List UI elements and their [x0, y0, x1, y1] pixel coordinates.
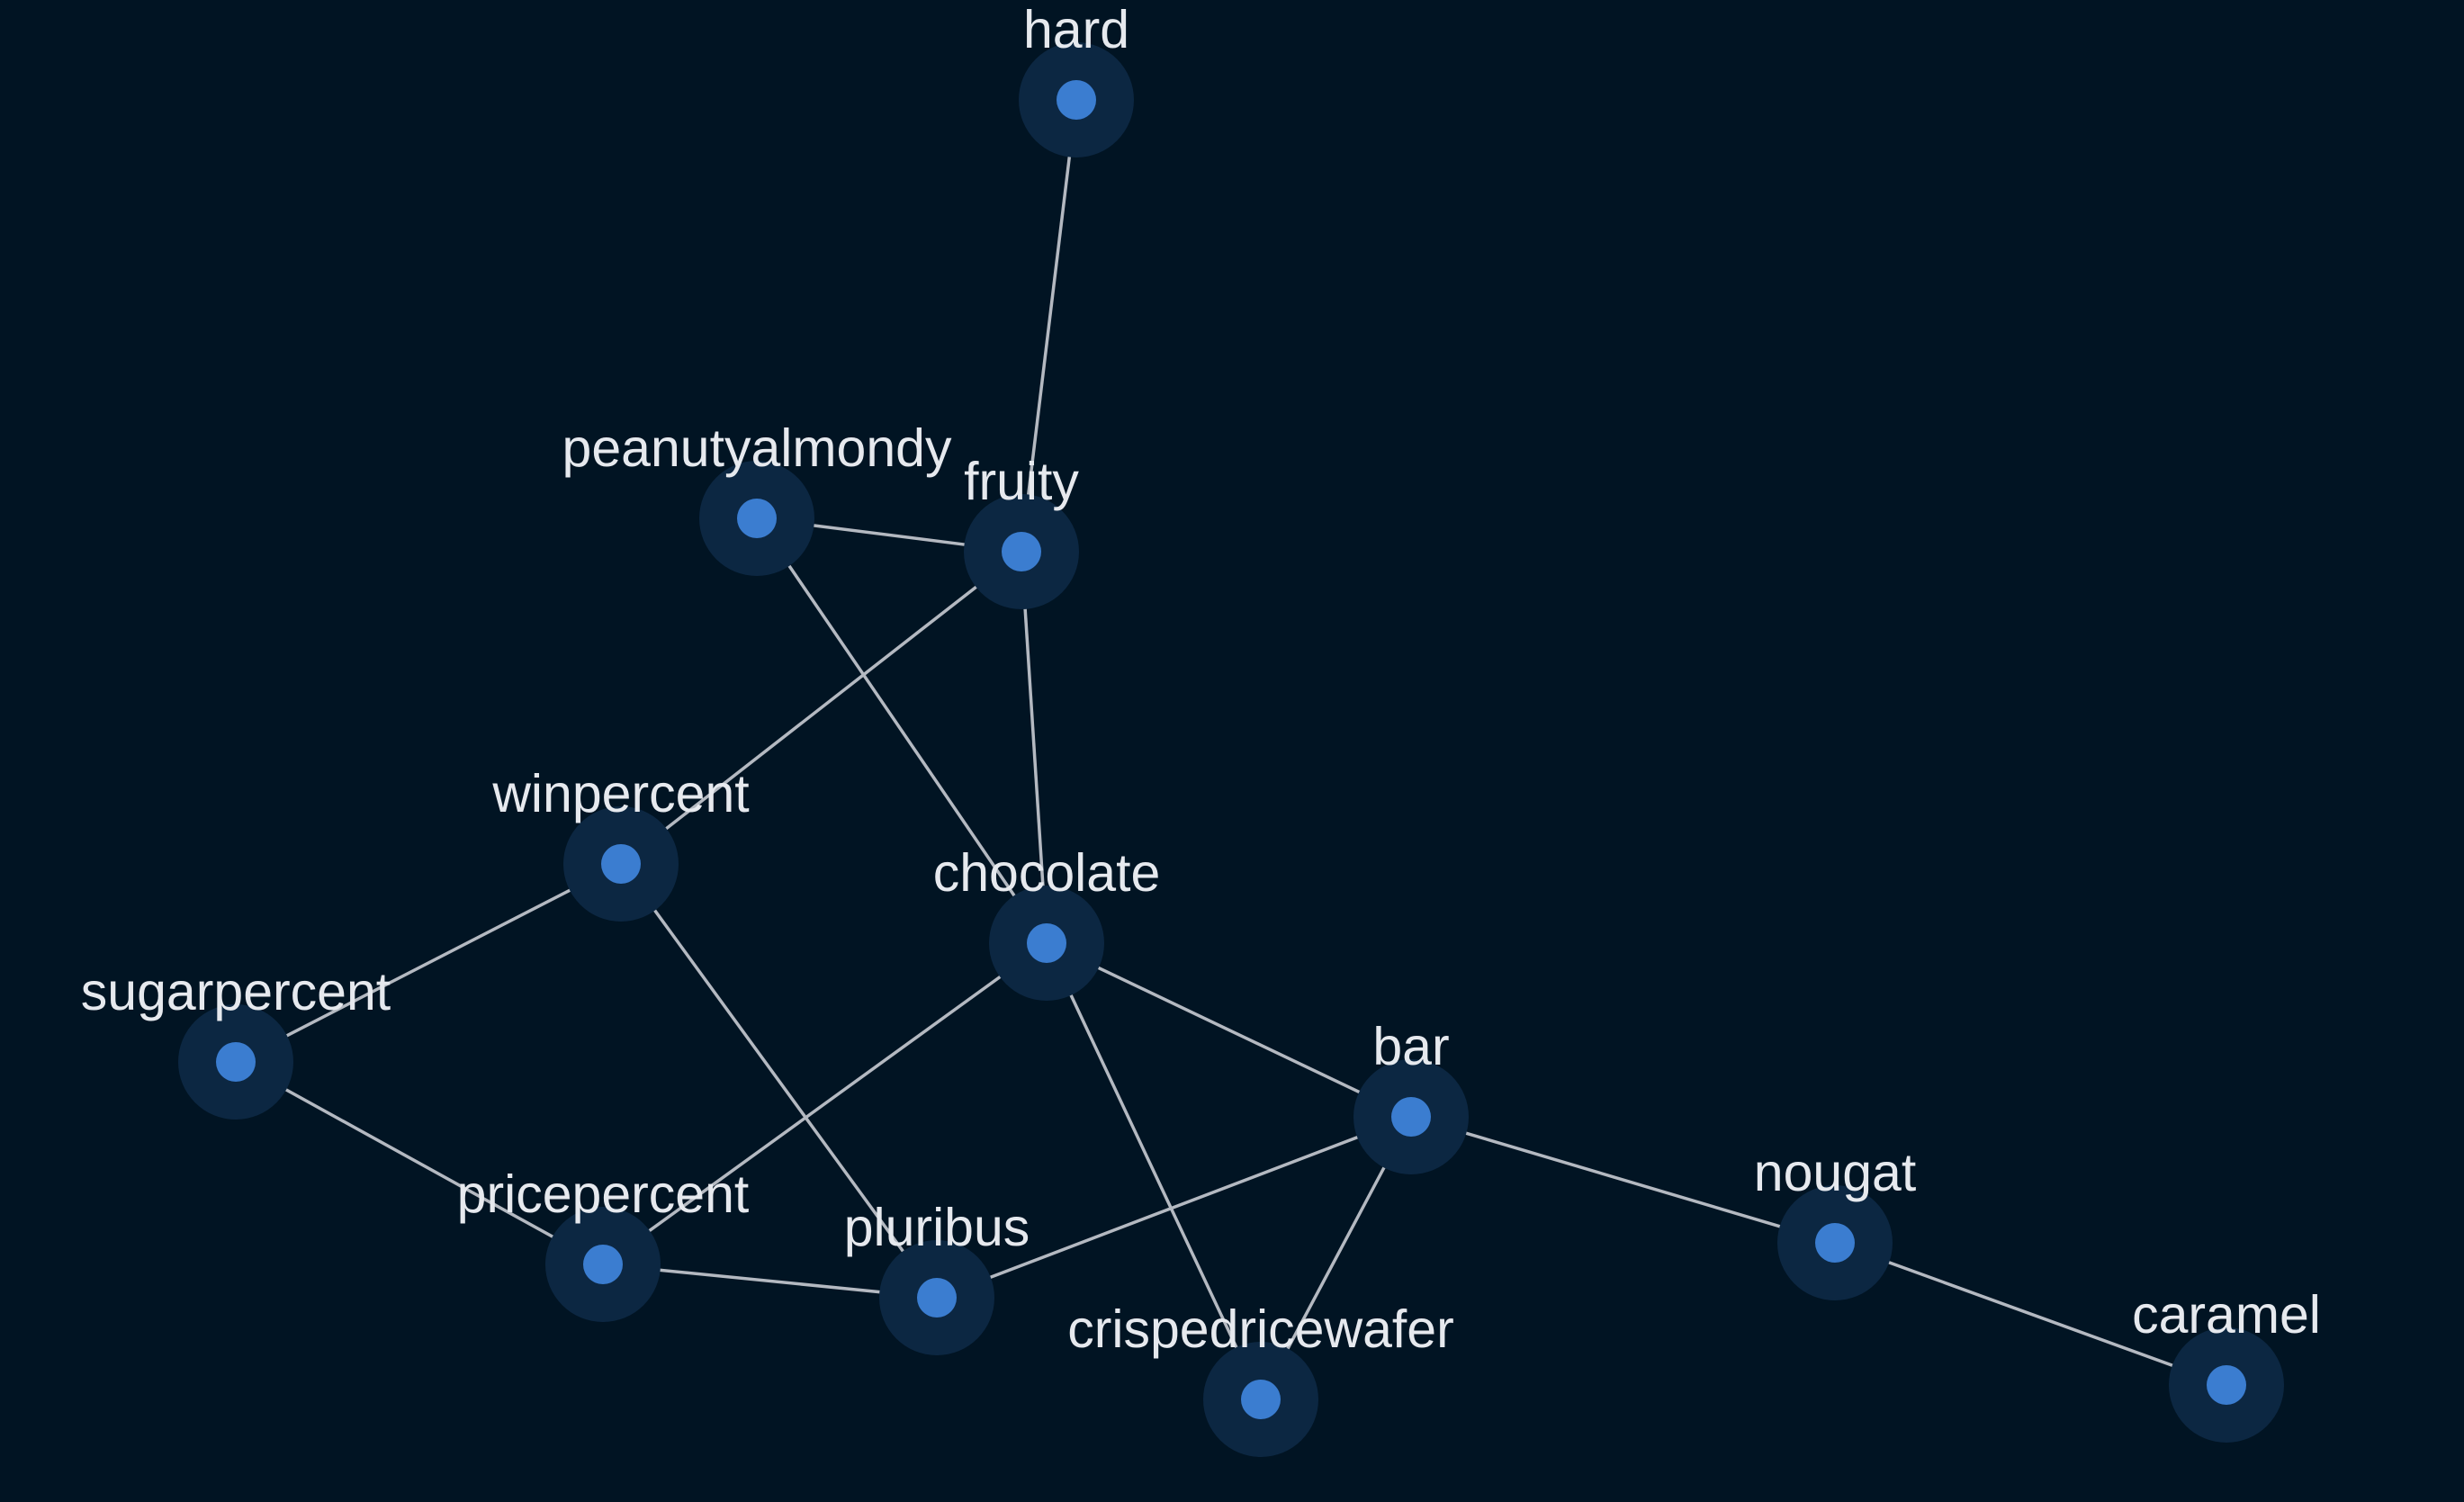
node-caramel[interactable] — [2169, 1327, 2284, 1443]
node-dot[interactable] — [601, 844, 641, 884]
node-label-hard: hard — [1023, 0, 1129, 59]
node-dot[interactable] — [216, 1042, 256, 1082]
nodes-layer — [178, 42, 2284, 1457]
node-dot[interactable] — [1057, 80, 1096, 120]
node-label-fruity: fruity — [964, 452, 1079, 511]
node-label-pluribus: pluribus — [844, 1198, 1030, 1257]
node-chocolate[interactable] — [989, 886, 1104, 1001]
edge-line — [1089, 962, 1394, 1111]
node-winpercent[interactable] — [563, 806, 679, 922]
edge-line — [252, 885, 579, 1055]
node-dot[interactable] — [1002, 532, 1041, 571]
node-dot[interactable] — [737, 499, 777, 538]
edge-line — [981, 1122, 1394, 1282]
node-pluribus[interactable] — [879, 1240, 994, 1355]
node-label-sugarpercent: sugarpercent — [81, 962, 391, 1021]
node-label-caramel: caramel — [2132, 1285, 2321, 1345]
node-sugarpercent[interactable] — [178, 1004, 293, 1120]
node-fruity[interactable] — [964, 494, 1079, 609]
node-label-pricepercent: pricepercent — [457, 1165, 750, 1224]
node-dot[interactable] — [1815, 1223, 1855, 1263]
node-dot[interactable] — [917, 1278, 957, 1318]
edge-line — [1021, 148, 1073, 533]
edge-line — [1853, 1247, 2181, 1371]
edge-line — [635, 580, 985, 853]
node-label-winpercent: winpercent — [491, 764, 749, 823]
node-nougat[interactable] — [1777, 1185, 1893, 1300]
node-label-nougat: nougat — [1754, 1143, 1916, 1202]
node-peanutyalmondy[interactable] — [699, 461, 814, 576]
node-pricepercent[interactable] — [545, 1207, 661, 1322]
edge-line — [1022, 599, 1048, 924]
edge-line — [631, 878, 910, 1260]
edge-line — [1268, 1158, 1390, 1383]
edge-line — [622, 1264, 889, 1295]
edge-line — [766, 534, 1021, 904]
node-dot[interactable] — [2207, 1365, 2246, 1405]
node-bar[interactable] — [1353, 1059, 1469, 1174]
node-label-peanutyalmondy: peanutyalmondy — [562, 418, 952, 478]
edge-line — [277, 1084, 587, 1256]
node-dot[interactable] — [1391, 1097, 1431, 1137]
node-dot[interactable] — [1241, 1380, 1281, 1419]
edge-line — [641, 953, 1032, 1237]
node-label-chocolate: chocolate — [933, 843, 1161, 903]
node-dot[interactable] — [583, 1245, 623, 1284]
node-label-crispedricewafer: crispedricewafer — [1067, 1300, 1454, 1359]
edge-line — [1457, 1129, 1817, 1239]
node-label-bar: bar — [1372, 1017, 1449, 1076]
edge-line — [1066, 986, 1254, 1382]
node-hard[interactable] — [1019, 42, 1134, 157]
node-crispedricewafer[interactable] — [1203, 1342, 1318, 1457]
node-dot[interactable] — [1027, 923, 1066, 963]
